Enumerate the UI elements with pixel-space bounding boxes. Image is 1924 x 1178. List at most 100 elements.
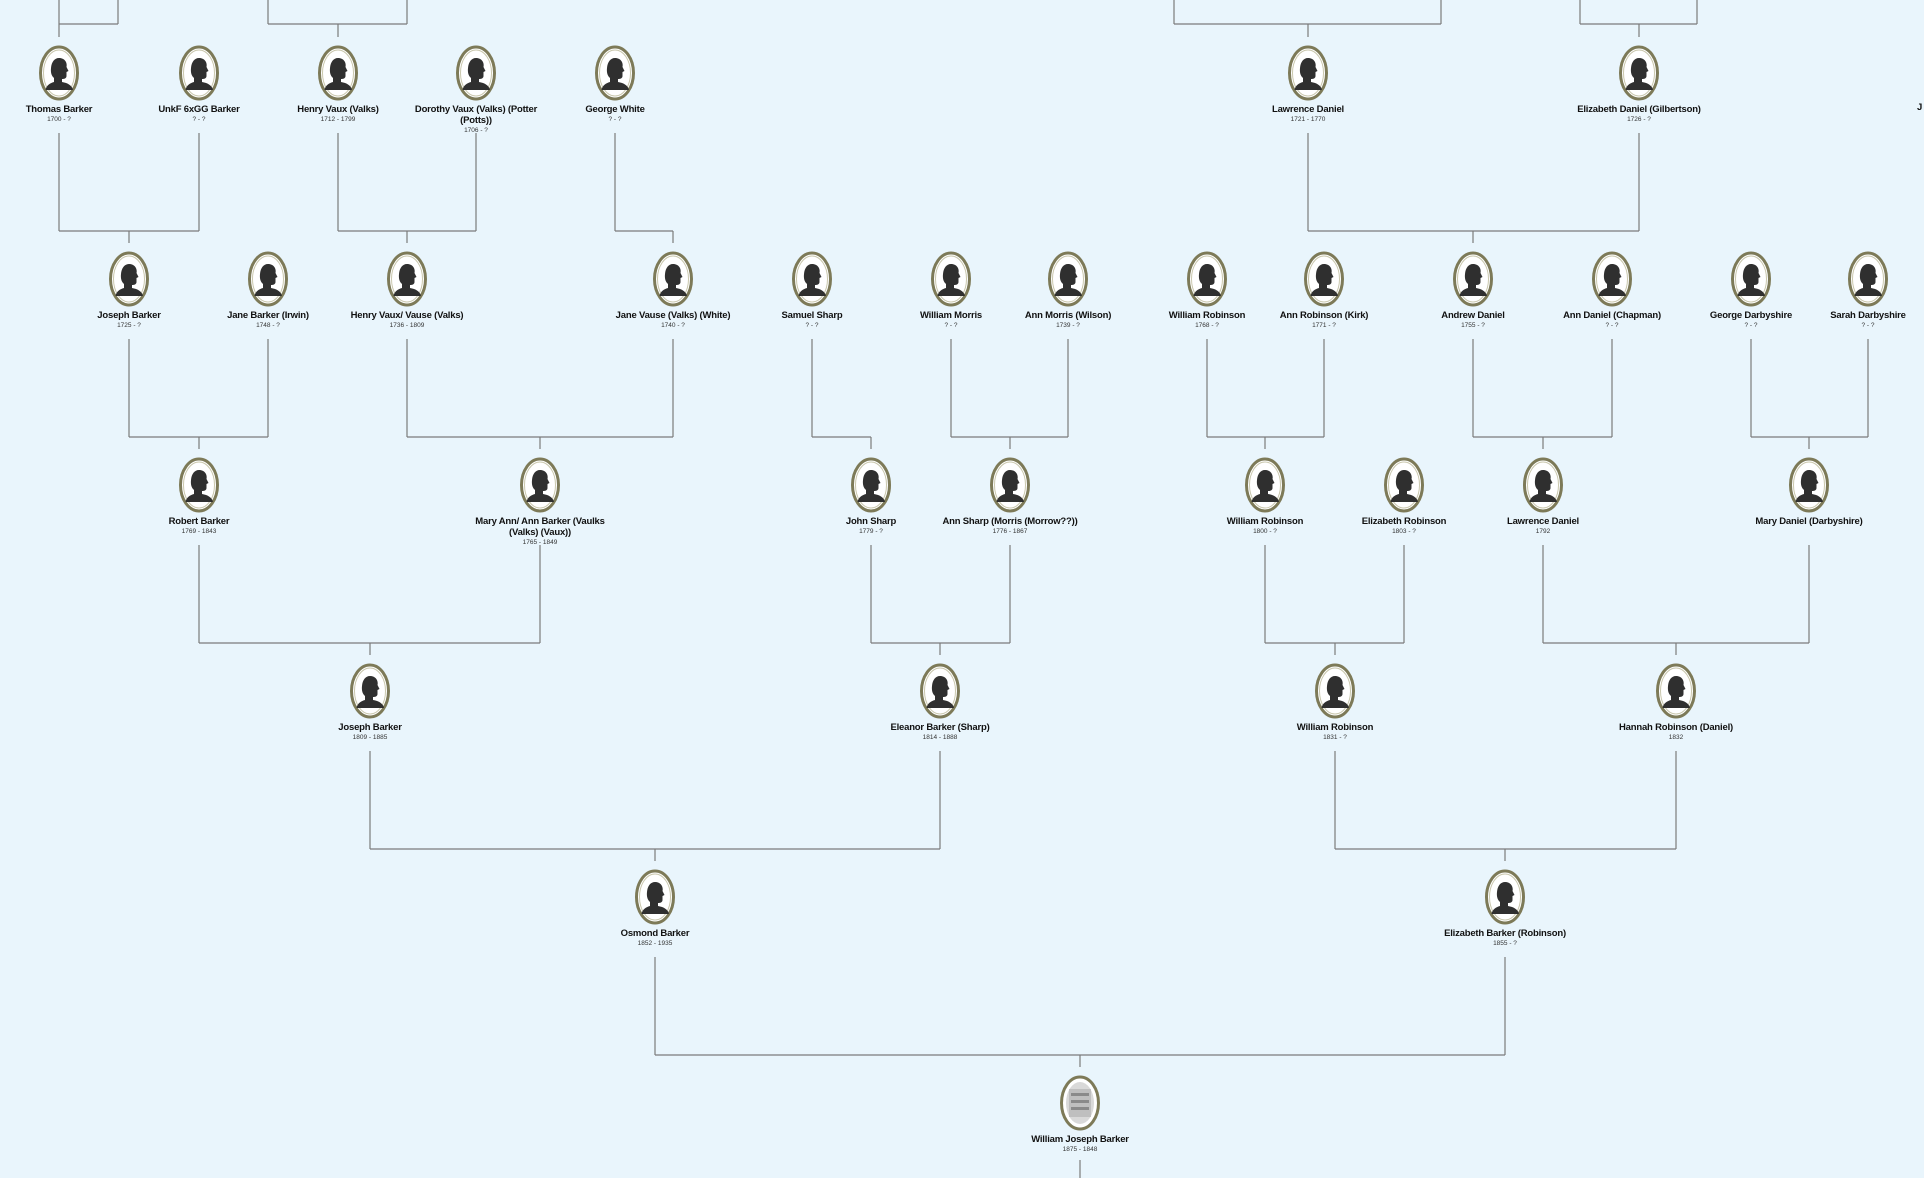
person-card-ann-daniel[interactable]: Ann Daniel (Chapman)? - ? xyxy=(1537,251,1687,330)
person-name: Andrew Daniel xyxy=(1441,310,1505,321)
silhouette-portrait-icon xyxy=(1485,869,1525,925)
silhouette-portrait-icon xyxy=(456,45,496,101)
person-dates: ? - ? xyxy=(608,116,622,123)
person-name: Joseph Barker xyxy=(338,722,402,733)
person-dates: 1765 - 1849 xyxy=(522,539,558,546)
person-dates: ? - ? xyxy=(192,116,206,123)
person-dates: ? - ? xyxy=(944,322,958,329)
silhouette-portrait-icon xyxy=(1731,251,1771,307)
person-dates: 1768 - ? xyxy=(1195,322,1219,329)
person-dates: 1776 - 1867 xyxy=(992,528,1028,535)
person-dates: 1852 - 1935 xyxy=(637,940,673,947)
person-card-dorothy-vaux[interactable]: Dorothy Vaux (Valks) (Potter (Potts))170… xyxy=(401,45,551,135)
silhouette-portrait-icon xyxy=(1187,251,1227,307)
silhouette-portrait-icon xyxy=(1384,457,1424,513)
person-name: Ann Daniel (Chapman) xyxy=(1563,310,1661,321)
person-name: Elizabeth Daniel (Gilbertson) xyxy=(1577,104,1701,115)
person-dates: 1832 xyxy=(1668,734,1684,741)
person-card-elizabeth-daniel[interactable]: Elizabeth Daniel (Gilbertson)1726 - ? xyxy=(1564,45,1714,124)
person-name: Thomas Barker xyxy=(25,104,93,115)
person-name: Ann Robinson (Kirk) xyxy=(1279,310,1369,321)
person-name: George Darbyshire xyxy=(1709,310,1793,321)
person-name: Joseph Barker xyxy=(97,310,161,321)
person-name: William Robinson xyxy=(1296,722,1374,733)
person-dates: 1800 - ? xyxy=(1253,528,1277,535)
person-name: Mary Daniel (Darbyshire) xyxy=(1755,516,1863,527)
person-card-samuel-sharp[interactable]: Samuel Sharp? - ? xyxy=(737,251,887,330)
person-dates: 1721 - 1770 xyxy=(1290,116,1326,123)
person-dates: 1725 - ? xyxy=(117,322,141,329)
silhouette-portrait-icon xyxy=(931,251,971,307)
silhouette-portrait-icon xyxy=(990,457,1030,513)
silhouette-portrait-icon xyxy=(851,457,891,513)
person-card-ann-morris[interactable]: Ann Morris (Wilson)1739 - ? xyxy=(993,251,1143,330)
person-name: George White xyxy=(585,104,645,115)
person-dates: 1831 - ? xyxy=(1323,734,1347,741)
person-card-george-white[interactable]: George White? - ? xyxy=(540,45,690,124)
person-name: Osmond Barker xyxy=(620,928,690,939)
person-card-elizabeth-barker[interactable]: Elizabeth Barker (Robinson)1855 - ? xyxy=(1430,869,1580,948)
person-card-ann-sharp[interactable]: Ann Sharp (Morris (Morrow??))1776 - 1867 xyxy=(935,457,1085,536)
silhouette-portrait-icon xyxy=(350,663,390,719)
person-card-mary-daniel[interactable]: Mary Daniel (Darbyshire) xyxy=(1734,457,1884,527)
person-name: Elizabeth Barker (Robinson) xyxy=(1444,928,1566,939)
person-dates: 1809 - 1885 xyxy=(352,734,388,741)
person-dates: 1771 - ? xyxy=(1312,322,1336,329)
person-dates: 1792 xyxy=(1535,528,1551,535)
person-dates: 1769 - 1843 xyxy=(181,528,217,535)
silhouette-portrait-icon xyxy=(1523,457,1563,513)
person-name: Ann Morris (Wilson) xyxy=(1024,310,1112,321)
person-dates: 1739 - ? xyxy=(1056,322,1080,329)
silhouette-portrait-icon xyxy=(1304,251,1344,307)
silhouette-portrait-icon xyxy=(387,251,427,307)
person-dates: 1712 - 1799 xyxy=(320,116,356,123)
person-card-mary-ann-barker[interactable]: Mary Ann/ Ann Barker (Vaulks (Valks) (Va… xyxy=(465,457,615,547)
person-name: Lawrence Daniel xyxy=(1507,516,1579,527)
person-dates: 1736 - 1809 xyxy=(389,322,425,329)
person-card-jane-barker[interactable]: Jane Barker (Irwin)1748 - ? xyxy=(193,251,343,330)
silhouette-portrait-icon xyxy=(920,663,960,719)
person-card-unkf-barker[interactable]: UnkF 6xGG Barker? - ? xyxy=(124,45,274,124)
silhouette-portrait-icon xyxy=(179,45,219,101)
cut-off-label: J xyxy=(1917,102,1923,113)
person-name: William Joseph Barker xyxy=(1031,1134,1129,1145)
person-name: William Robinson xyxy=(1168,310,1246,321)
person-card-hannah-robinson[interactable]: Hannah Robinson (Daniel)1832 xyxy=(1601,663,1751,742)
person-dates: 1755 - ? xyxy=(1461,322,1485,329)
person-dates: 1875 - 1848 xyxy=(1062,1146,1098,1153)
person-card-sarah-darbyshire[interactable]: Sarah Darbyshire? - ? xyxy=(1793,251,1924,330)
person-card-william-morris[interactable]: William Morris? - ? xyxy=(876,251,1026,330)
person-name: John Sharp xyxy=(845,516,897,527)
person-name: Elizabeth Robinson xyxy=(1361,516,1447,527)
person-card-ann-robinson[interactable]: Ann Robinson (Kirk)1771 - ? xyxy=(1249,251,1399,330)
person-dates: 1779 - ? xyxy=(859,528,883,535)
person-name: Henry Vaux/ Vause (Valks) xyxy=(350,310,464,321)
person-card-eleanor-barker[interactable]: Eleanor Barker (Sharp)1814 - 1888 xyxy=(865,663,1015,742)
person-dates: 1803 - ? xyxy=(1392,528,1416,535)
person-card-george-darbyshire[interactable]: George Darbyshire? - ? xyxy=(1676,251,1826,330)
silhouette-portrait-icon xyxy=(179,457,219,513)
person-name: Mary Ann/ Ann Barker (Vaulks (Valks) (Va… xyxy=(475,516,605,538)
silhouette-portrait-icon xyxy=(1315,663,1355,719)
person-card-henry-vaux-1736[interactable]: Henry Vaux/ Vause (Valks)1736 - 1809 xyxy=(332,251,482,330)
person-card-jane-vause[interactable]: Jane Vause (Valks) (White)1740 - ? xyxy=(598,251,748,330)
person-name: Robert Barker xyxy=(168,516,230,527)
person-name: William Robinson xyxy=(1226,516,1304,527)
silhouette-portrait-icon xyxy=(1619,45,1659,101)
person-card-henry-vaux-1712[interactable]: Henry Vaux (Valks)1712 - 1799 xyxy=(263,45,413,124)
silhouette-portrait-icon xyxy=(792,251,832,307)
